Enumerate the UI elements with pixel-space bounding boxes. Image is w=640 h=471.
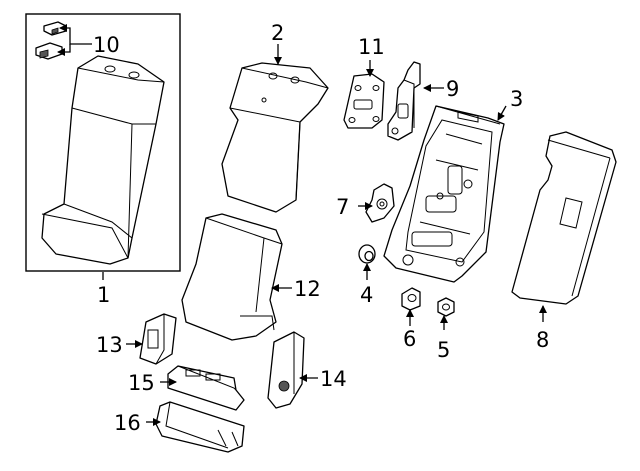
seat-back-cover-assembly-inset — [25, 13, 181, 272]
clip-6 — [401, 287, 421, 311]
callout-3: 3 — [510, 87, 523, 111]
callout-6: 6 — [403, 327, 416, 351]
lower-trim-16 — [155, 401, 245, 453]
callout-2: 2 — [271, 21, 284, 45]
callout-11: 11 — [358, 35, 385, 59]
callout-4: 4 — [360, 283, 373, 307]
callout-15: 15 — [128, 371, 155, 395]
seat-back-frame — [383, 105, 505, 283]
callout-16: 16 — [114, 411, 141, 435]
callout-9: 9 — [446, 77, 459, 101]
callout-12: 12 — [294, 277, 321, 301]
bracket-11 — [343, 73, 385, 129]
callout-8: 8 — [536, 328, 549, 352]
callout-5: 5 — [437, 338, 450, 362]
nut-5 — [437, 297, 455, 317]
latch-bracket-9 — [387, 61, 421, 141]
callout-7: 7 — [336, 195, 349, 219]
hinge-cover-15 — [167, 365, 245, 411]
side-trim-14 — [267, 331, 305, 409]
callout-10: 10 — [93, 33, 120, 57]
leader-lines — [57, 24, 547, 426]
callout-labels: 10 1 2 11 9 3 7 4 6 5 8 12 13 15 14 16 — [93, 21, 549, 435]
callout-1: 1 — [97, 283, 110, 307]
upper-back-panel — [221, 62, 329, 213]
rear-trim-panel — [511, 131, 617, 305]
bracket-7 — [365, 183, 395, 223]
callout-14: 14 — [320, 367, 347, 391]
lower-back-pad — [181, 213, 283, 341]
callout-13: 13 — [96, 333, 123, 357]
bushing-4 — [358, 244, 376, 264]
side-bracket-13 — [139, 313, 177, 365]
